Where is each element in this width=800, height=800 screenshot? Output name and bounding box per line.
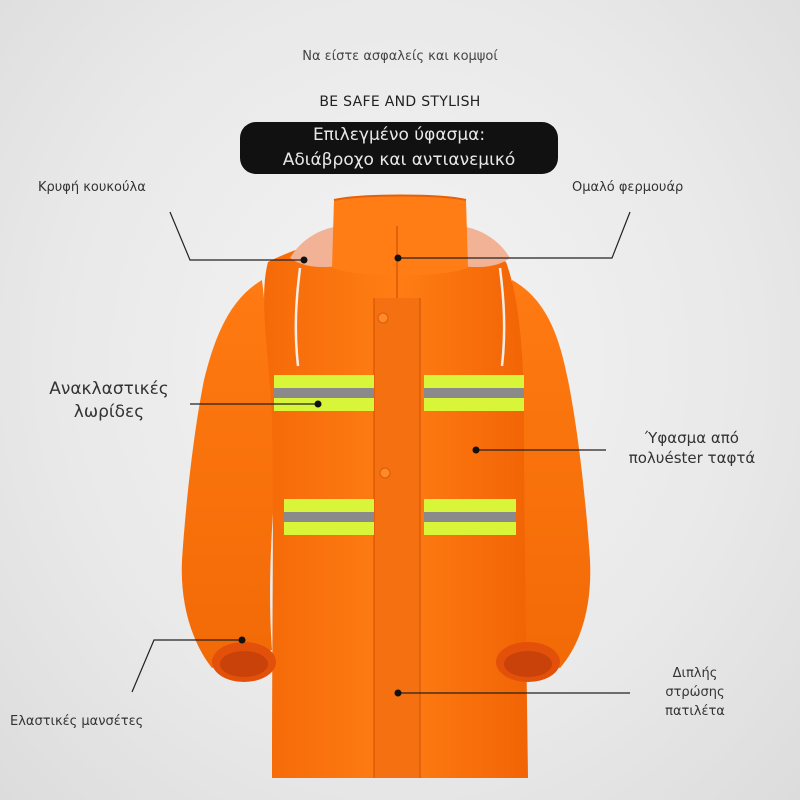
- fabric-banner: Επιλεγμένο ύφασμα: Αδιάβροχο και αντιανε…: [240, 122, 558, 174]
- label-polyester-line1: Ύφασμα από: [645, 429, 739, 447]
- label-hidden-hood: Κρυφή κουκούλα: [38, 180, 146, 195]
- label-polyester-fabric: Ύφασμα από πολυéster ταφτά: [612, 428, 772, 468]
- left-sleeve: [181, 280, 280, 668]
- slogan: BE SAFE AND STYLISH: [319, 94, 481, 110]
- zipper-placket: [374, 298, 420, 778]
- label-polyester-line2: πολυéster ταφτά: [628, 449, 756, 467]
- collar: [332, 195, 468, 276]
- label-lining-line2: στρώσης: [665, 685, 725, 700]
- tagline: Να είστε ασφαλείς και κομψοί: [302, 49, 498, 64]
- label-elastic-cuffs: Ελαστικές μανσέτες: [10, 714, 144, 729]
- label-smooth-zipper: Ομαλό φερμουάρ: [572, 180, 684, 195]
- fabric-banner-line1: Επιλεγμένο ύφασμα:: [312, 125, 486, 145]
- label-reflective-line2: λωρίδες: [73, 402, 145, 422]
- fabric-banner-line2: Αδιάβροχο και αντιανεμικό: [282, 150, 516, 170]
- label-reflective-strips: Ανακλαστικές λωρίδες: [34, 378, 184, 424]
- label-lining-line1: Διπλής: [672, 666, 718, 681]
- hood: [290, 226, 340, 268]
- label-reflective-line1: Ανακλαστικές: [49, 379, 169, 399]
- label-double-lining: Διπλής στρώσης πατιλέτα: [640, 664, 750, 721]
- label-lining-line3: πατιλέτα: [665, 704, 725, 719]
